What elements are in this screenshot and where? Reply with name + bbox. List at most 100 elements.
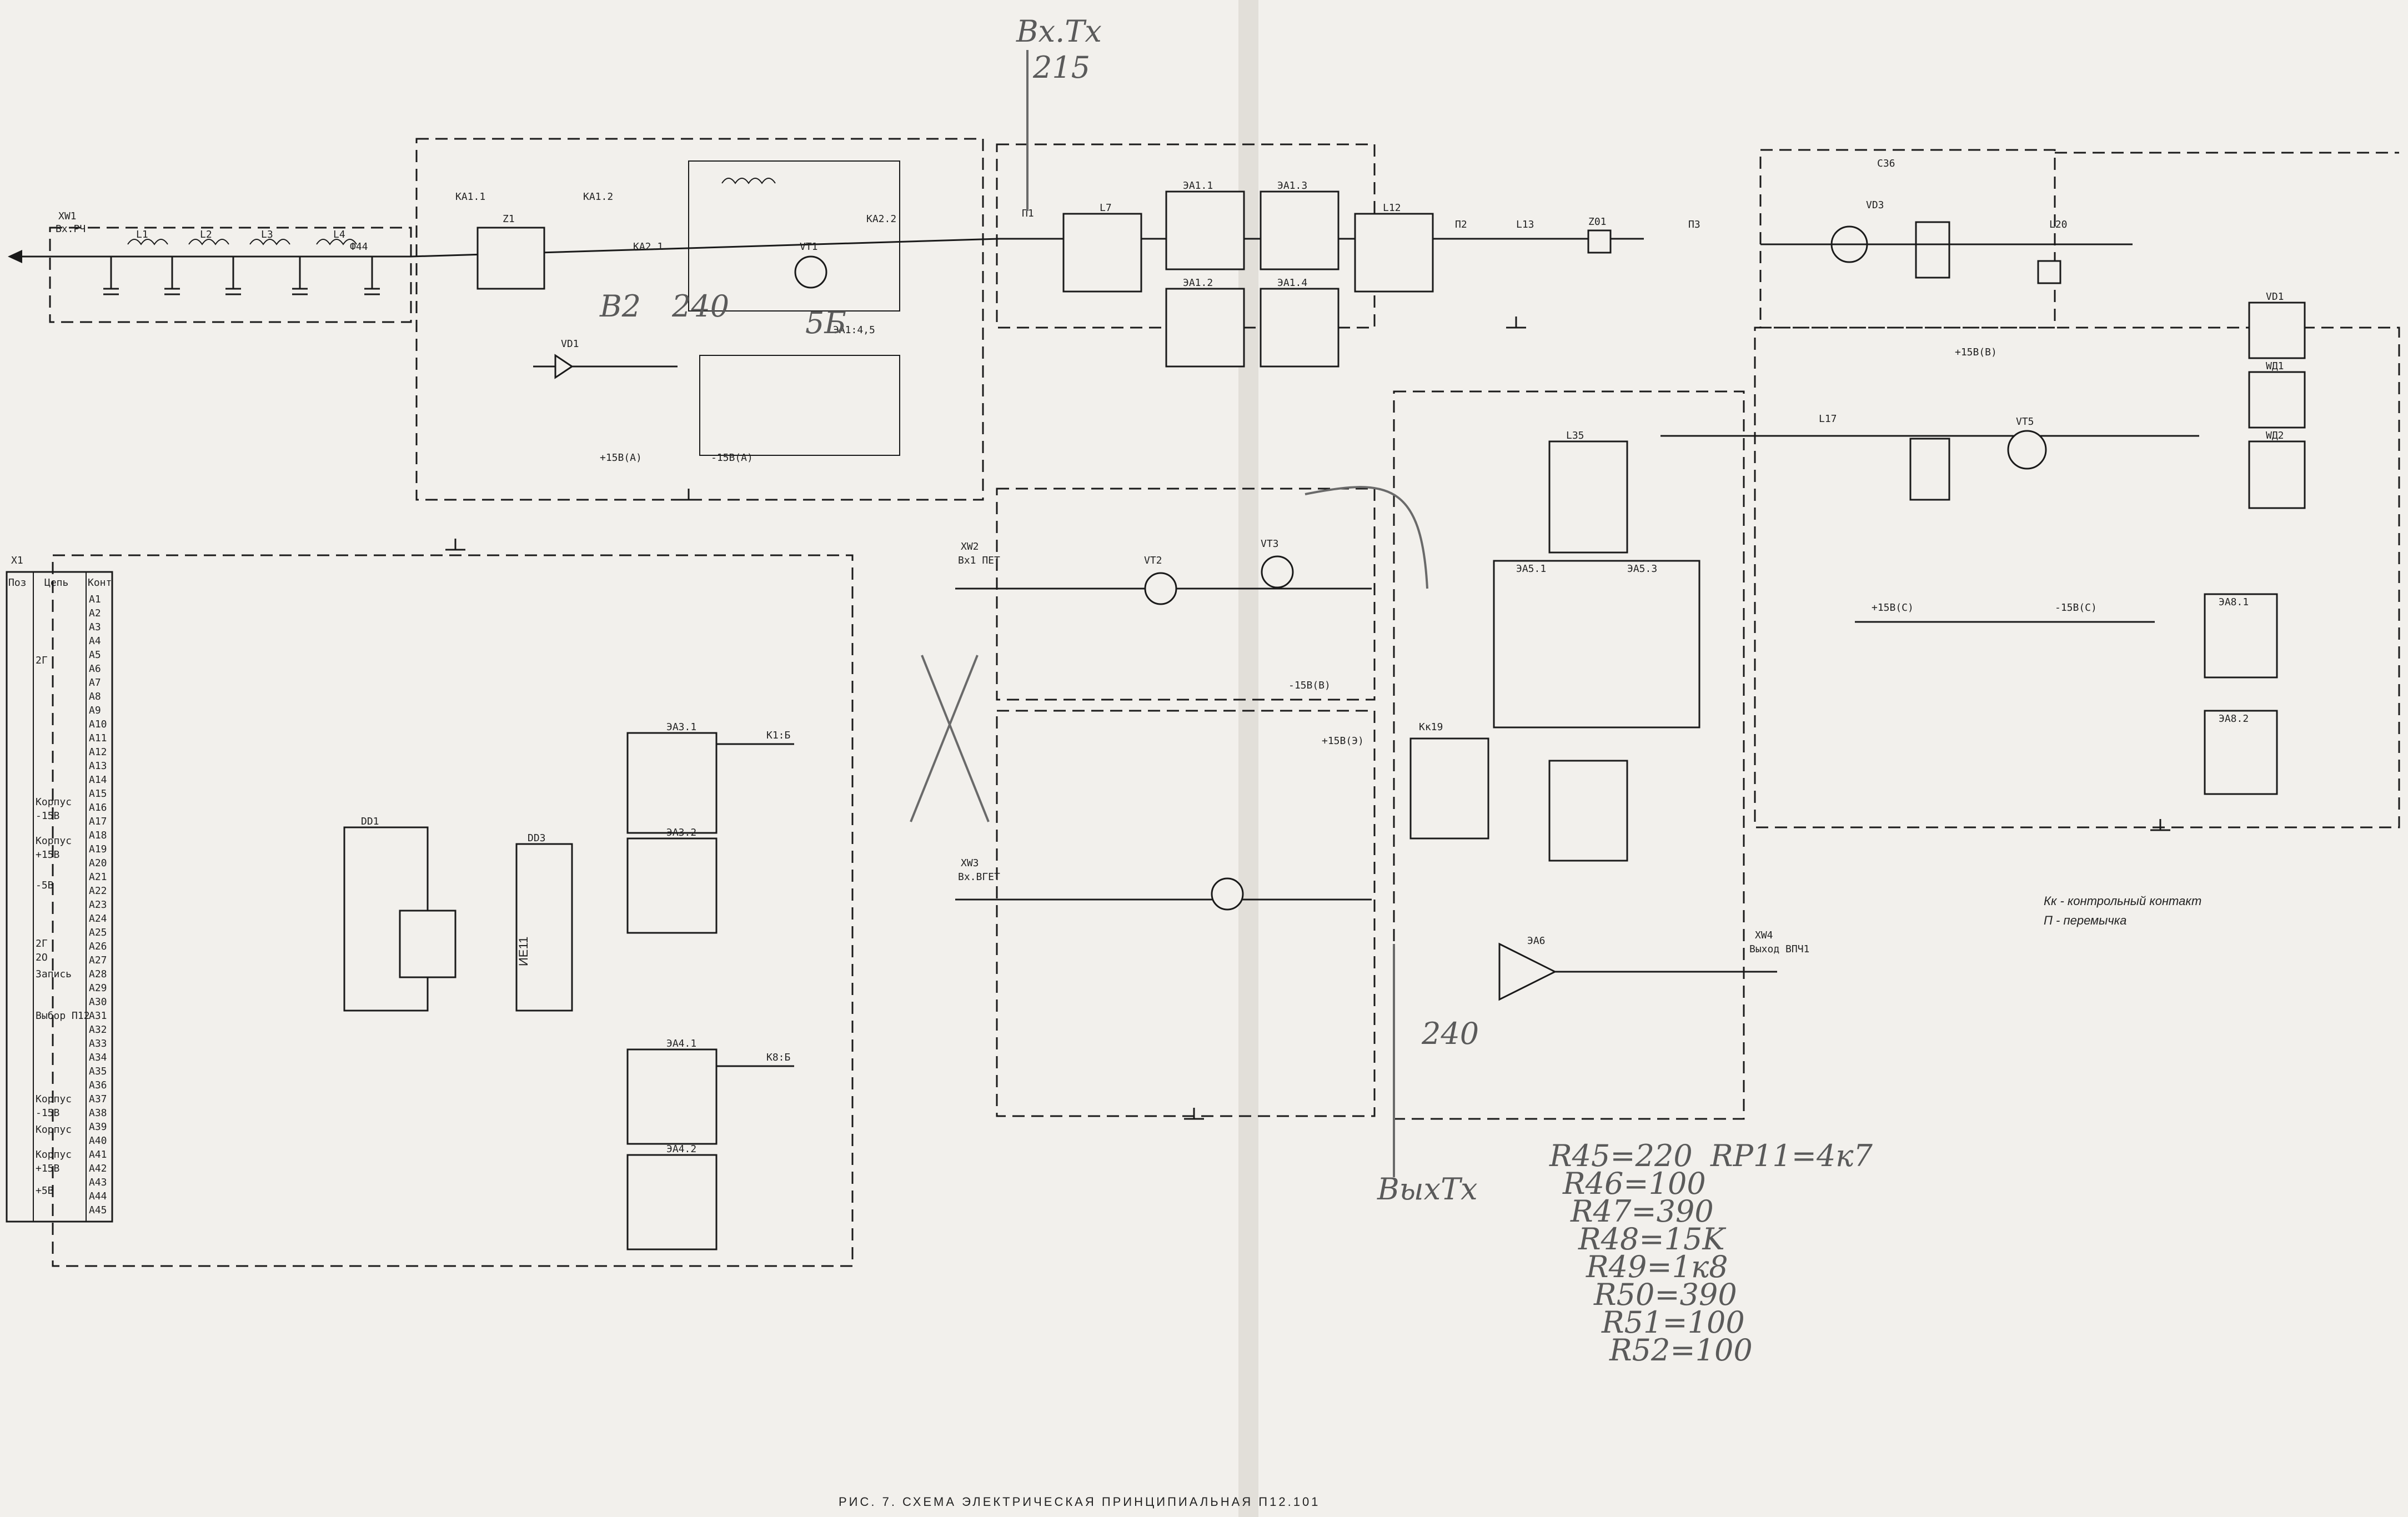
kk19-label: Кк19	[1419, 721, 1443, 733]
figure-caption: РИС. 7. СХЕМА ЭЛЕКТРИЧЕСКАЯ ПРИНЦИПИАЛЬН…	[839, 1495, 1320, 1509]
xw4-sub-label: Выход ВПЧ1	[1749, 943, 1809, 955]
ea14-block	[1260, 288, 1340, 368]
ka21-label: КА2.1	[633, 241, 663, 253]
digital-section: DD1 DD3 ИЕ11 ЭА3.1 ЭА3.2 ЭА4.1 ЭА4.2 К1:…	[52, 554, 854, 1267]
l35-label: L35	[1566, 430, 1584, 441]
x1-pin: A13	[89, 760, 107, 772]
xw1-label: XW1	[58, 210, 77, 222]
dd3-chip	[515, 843, 573, 1012]
ea12-block	[1165, 288, 1245, 368]
x1-signal: 2Г	[36, 938, 48, 950]
hand-resistor-value: R47=390	[1570, 1194, 1714, 1229]
vd1-h-block	[2248, 302, 2306, 359]
x1-pin: A44	[89, 1191, 107, 1202]
ea81-block	[2204, 593, 2278, 679]
x1-col-pos: Поз	[8, 577, 27, 589]
x1-pin: A45	[89, 1204, 107, 1216]
hand-resistor-value: R45=220	[1549, 1138, 1693, 1173]
xw3-label: XW3	[961, 857, 979, 869]
x1-signal: -15В	[36, 810, 59, 822]
x1-signal: Корпус	[36, 796, 72, 808]
hand-resistor-value: R49=1к8	[1586, 1249, 1728, 1284]
x1-pin: A28	[89, 968, 107, 980]
hand-resistor-value: R48=15K	[1578, 1222, 1726, 1257]
hand-resistor-value: R51=100	[1601, 1305, 1745, 1340]
x1-pin: A4	[89, 635, 101, 647]
ie11-label: ИЕ11	[516, 937, 530, 966]
block-e: C36 VD3 L20 +15В(В)	[1759, 149, 2399, 358]
hand-resistor-values: R45=220R46=100R47=390R48=15KR49=1к8R50=3…	[1549, 1138, 1753, 1368]
x1-signal: Корпус	[36, 1149, 72, 1161]
l12-block	[1354, 213, 1434, 293]
ea11-label: ЭА1.1	[1183, 180, 1213, 192]
x1-signal: Корпус	[36, 1093, 72, 1105]
x1-pin: A21	[89, 871, 107, 883]
x1-signal: -5В	[36, 880, 54, 891]
p2-label: П2	[1455, 219, 1467, 230]
supply-c-label: -15В(В)	[1288, 680, 1331, 691]
vt5-transistor	[2007, 430, 2047, 470]
hand-top-number: 215	[1032, 50, 1090, 85]
ea13-label: ЭА1.3	[1277, 180, 1307, 192]
ea42-block	[626, 1154, 718, 1250]
z1-block	[476, 227, 545, 290]
legend-kk: Кк - контрольный контакт	[2044, 894, 2201, 908]
ea41-block	[626, 1048, 718, 1145]
x1-pin: A17	[89, 816, 107, 827]
p3-label: П3	[1688, 219, 1700, 230]
x1-pin: A36	[89, 1079, 107, 1091]
x1-pin: A16	[89, 802, 107, 813]
ea31-block	[626, 732, 718, 834]
x1-pin: A38	[89, 1107, 107, 1119]
x1-signal: 2О	[36, 952, 48, 963]
filter-capacitors	[103, 257, 380, 295]
wd1-block	[2248, 371, 2306, 429]
l3-label: L3	[261, 229, 273, 240]
z01-label: Z01	[1588, 216, 1607, 228]
block-d: XW3 Вх.ВГЕТ +15В(Э)	[955, 710, 1376, 1117]
x1-signal: Выбор П12	[36, 1010, 90, 1022]
ka11-label: КА1.1	[455, 191, 485, 203]
xw3-sub-label: Вх.ВГЕТ	[958, 871, 1000, 883]
ea11-block	[1165, 190, 1245, 270]
x1-signal: +15В	[36, 849, 59, 861]
ea13-block	[1260, 190, 1340, 270]
x1-pin: A24	[89, 913, 107, 925]
x1-signal: Корпус	[36, 1124, 72, 1136]
hand-output: ВыхТх	[1377, 1172, 1478, 1207]
x1-pin: A27	[89, 955, 107, 966]
supply-f-neg-label: -15В(С)	[2055, 602, 2097, 614]
x1-signal: -15В	[36, 1107, 59, 1119]
x1-signal: 2Г	[36, 655, 48, 666]
supply-f-pos-label: +15В(С)	[1872, 602, 1914, 614]
x1-signal: Корпус	[36, 835, 72, 847]
x1-pin: A15	[89, 788, 107, 800]
k8b-label: К8:Б	[766, 1052, 790, 1063]
x1-pin: A6	[89, 663, 101, 675]
x1-pin: A18	[89, 830, 107, 841]
l7-block	[1062, 213, 1142, 293]
z1-label: Z1	[503, 213, 515, 225]
x1-pin: A31	[89, 1010, 107, 1022]
x1-col-signal: Цепь	[44, 577, 68, 589]
connector-x1: X1 Цепь Конт Поз 2ГКорпус-15ВКорпус+15В-…	[6, 555, 113, 1223]
xw4-label: XW4	[1755, 930, 1773, 941]
hand-mark-240a: 240	[671, 289, 729, 324]
x1-pin: A12	[89, 746, 107, 758]
ea14-label: ЭА1.4	[1277, 277, 1307, 289]
hand-rp11: RP11=4к7	[1710, 1138, 1873, 1173]
x1-pin: A11	[89, 732, 107, 744]
vt4-transistor	[1211, 877, 1244, 911]
l13-label: L13	[1516, 219, 1534, 230]
ea81-label: ЭА8.1	[2219, 596, 2249, 608]
ea41-label: ЭА4.1	[666, 1038, 696, 1049]
l20-label: L20	[2049, 219, 2068, 230]
hand-mark-b2: B2	[599, 289, 641, 324]
x1-pin: A1	[89, 594, 101, 605]
wd2-block	[2248, 440, 2306, 509]
l35-block	[1548, 440, 1628, 554]
hand-mark-5b: 5Б	[805, 305, 846, 340]
x1-pin: A20	[89, 857, 107, 869]
block-f: VT5 L17 +15В(С) -15В(С)	[1754, 326, 2400, 828]
x1-pin: A41	[89, 1149, 107, 1161]
